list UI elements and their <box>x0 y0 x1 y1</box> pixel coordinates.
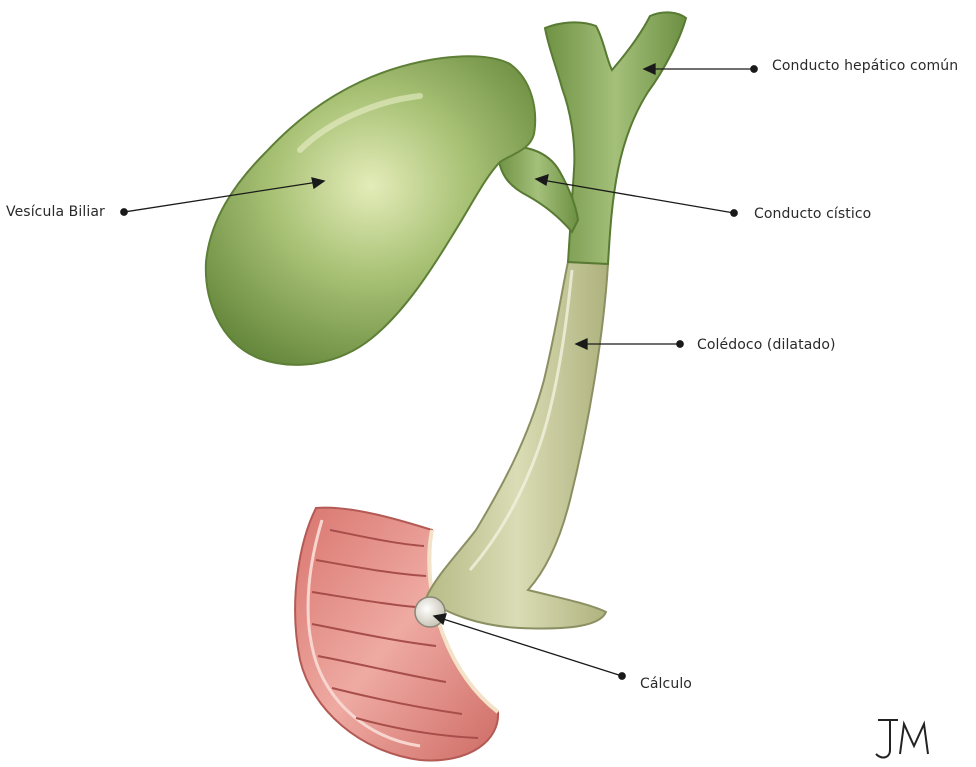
leader-dot-cistico <box>731 210 737 216</box>
leader-dot-vesicula <box>121 209 127 215</box>
label-coledoco: Colédoco (dilatado) <box>697 337 836 353</box>
label-vesicula-biliar: Vesícula Biliar <box>6 204 105 220</box>
leader-dot-calculo <box>619 673 625 679</box>
label-conducto-hepatico-comun: Conducto hepático común <box>772 58 958 74</box>
label-conducto-cistico: Conducto cístico <box>754 206 871 222</box>
gallbladder <box>206 56 535 365</box>
leader-dot-coledoco <box>677 341 683 347</box>
label-calculo: Cálculo <box>640 676 692 692</box>
leader-dot-hepatico <box>751 66 757 72</box>
artist-signature <box>872 716 936 762</box>
cystic-duct <box>498 147 578 232</box>
choledochus <box>426 262 608 628</box>
